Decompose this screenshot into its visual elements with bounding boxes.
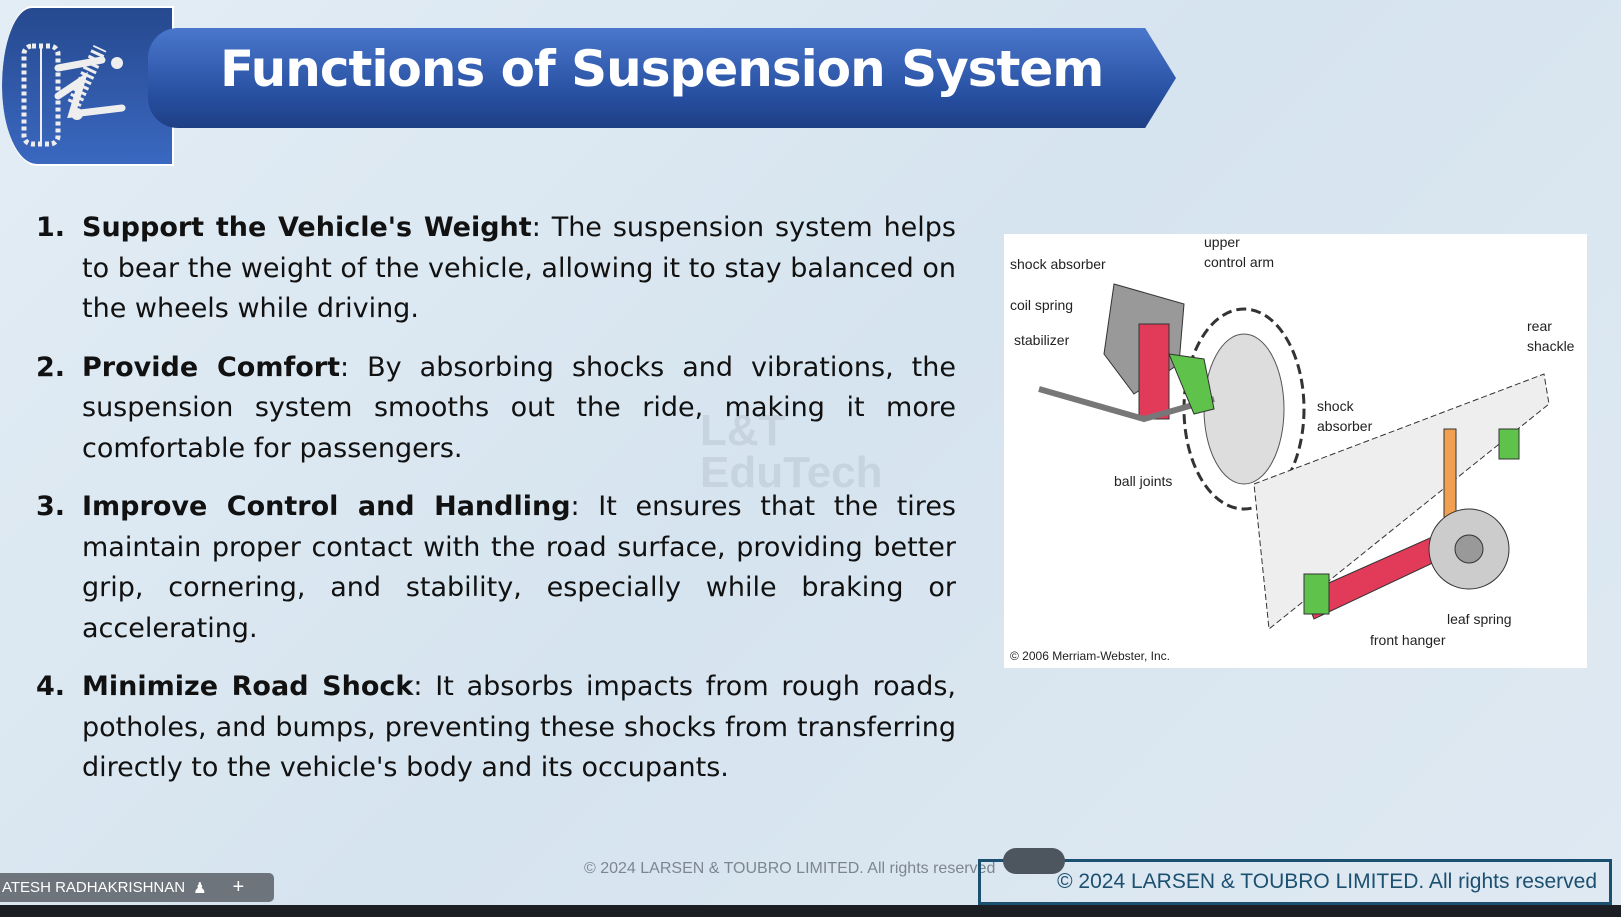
item-heading: Support the Vehicle's Weight	[82, 212, 532, 243]
title-banner	[148, 28, 1176, 128]
page-title: Functions of Suspension System	[220, 40, 1104, 98]
watermark: L&T EduTech	[700, 406, 883, 497]
label-rear-shackle: rear shackle	[1527, 318, 1575, 354]
label-leaf-spring: leaf spring	[1447, 611, 1512, 627]
people-icon[interactable]: ♟	[193, 879, 207, 897]
plug-icon	[1003, 848, 1065, 874]
item-number: 2.	[36, 351, 66, 383]
label-coil-spring: coil spring	[1010, 297, 1074, 313]
item-text: : It absorbs impacts from rough roads, p…	[82, 671, 956, 783]
item-text: : It ensures that the tires maintain pro…	[82, 491, 956, 644]
item-text: : The suspension system helps to bear th…	[82, 212, 956, 324]
item-heading: Minimize Road Shock	[82, 671, 414, 702]
item-number: 4.	[36, 671, 66, 702]
list-item: 3. Improve Control and Handling: It ensur…	[36, 487, 956, 649]
label-stabilizer: stabilizer	[1014, 332, 1070, 348]
suspension-illustration	[1038, 283, 1550, 630]
diagram-credit: © 2006 Merriam-Webster, Inc.	[1010, 649, 1171, 663]
item-number: 3.	[36, 491, 66, 522]
add-button[interactable]: +	[232, 876, 245, 898]
suspension-diagram: shock absorber upper control arm coil sp…	[1004, 234, 1587, 668]
label-front-hanger: front hanger	[1370, 632, 1446, 648]
presenter-name: ATESH RADHAKRISHNAN	[2, 879, 186, 896]
list-item: 1. Support the Vehicle's Weight: The susp…	[36, 208, 956, 330]
label-upper-control-arm: upper control arm	[1204, 234, 1275, 270]
suspension-logo-icon	[2, 6, 174, 166]
list-item: 2. Provide Comfort: By absorbing shocks a…	[36, 348, 956, 470]
item-number: 1.	[36, 212, 66, 243]
item-heading: Improve Control and Handling	[82, 491, 571, 522]
presenter-bar[interactable]: ATESH RADHAKRISHNAN ♟ +	[0, 873, 274, 902]
item-heading: Provide Comfort	[82, 351, 341, 383]
label-shock-absorber-rear: shock absorber	[1317, 398, 1373, 434]
label-shock-absorber: shock absorber	[1010, 256, 1106, 272]
label-ball-joints: ball joints	[1114, 473, 1173, 489]
item-text: : By absorbing shocks and vibrations, th…	[82, 351, 956, 464]
footer-copyright-box: © 2024 LARSEN & TOUBRO LIMITED. All righ…	[978, 859, 1612, 905]
footer-copyright: © 2024 LARSEN & TOUBRO LIMITED. All righ…	[584, 860, 996, 877]
functions-list: 1. Support the Vehicle's Weight: The susp…	[36, 208, 956, 807]
list-item: 4. Minimize Road Shock: It absorbs impact…	[36, 667, 956, 789]
